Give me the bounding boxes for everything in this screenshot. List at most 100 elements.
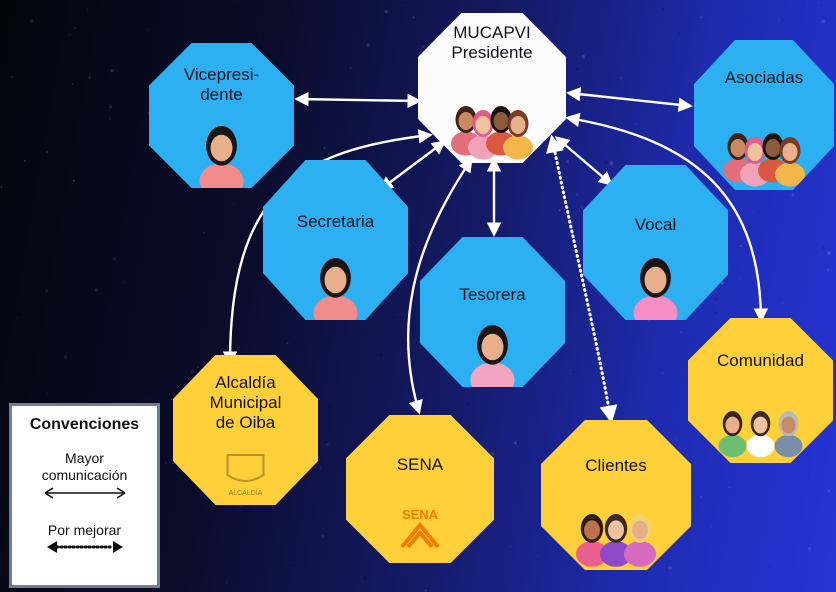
noise-speck: [70, 247, 72, 249]
legend-dotted-arrow: [46, 541, 123, 553]
noise-speck: [546, 4, 548, 5]
node-comunidad: Comunidad: [688, 318, 833, 463]
noise-speck: [768, 566, 772, 569]
node-label-comunidad: Comunidad: [717, 351, 804, 370]
noise-speck: [0, 186, 3, 188]
node-vocal: Vocal: [583, 165, 728, 320]
noise-speck: [770, 306, 772, 307]
node-clientes: Clientes: [541, 420, 691, 570]
noise-speck: [292, 563, 296, 567]
noise-speck: [86, 8, 88, 10]
noise-speck: [379, 1, 383, 5]
noise-speck: [108, 105, 113, 109]
noise-speck: [315, 87, 318, 89]
noise-speck: [63, 355, 68, 359]
node-label-vocal: Vocal: [634, 215, 677, 234]
noise-speck: [641, 350, 643, 352]
edge-presidente-secretaria: [378, 140, 447, 191]
noise-speck: [412, 16, 415, 19]
noise-speck: [226, 567, 229, 570]
noise-speck: [15, 588, 17, 589]
noise-speck: [621, 404, 624, 407]
node-label-sena: SENA: [396, 455, 444, 474]
noise-speck: [74, 271, 76, 273]
edge-presidente-asociadas: [566, 87, 693, 112]
noise-speck: [646, 571, 650, 575]
noise-speck: [138, 87, 140, 89]
noise-speck: [620, 77, 622, 79]
noise-speck: [157, 383, 160, 385]
noise-speck: [190, 370, 194, 374]
noise-speck: [699, 47, 701, 49]
noise-speck: [514, 441, 517, 445]
noise-speck: [166, 311, 169, 314]
noise-speck: [330, 490, 332, 493]
group-of-women-illustration: [451, 106, 533, 160]
noise-speck: [320, 467, 322, 469]
node-label-tesorera: Tesorera: [459, 285, 526, 304]
noise-speck: [425, 584, 427, 586]
node-label-clientes: Clientes: [585, 456, 647, 475]
noise-speck: [118, 142, 121, 146]
noise-speck: [61, 395, 66, 400]
legend: Convenciones Mayor comunicación Por mejo…: [9, 403, 160, 588]
noise-speck: [581, 54, 586, 59]
alcaldia-seal-shield: [226, 454, 265, 482]
noise-speck: [349, 66, 352, 70]
noise-speck: [261, 33, 265, 36]
noise-speck: [700, 496, 703, 499]
legend-title: Convenciones: [29, 416, 140, 433]
noise-speck: [119, 123, 122, 126]
noise-speck: [46, 150, 49, 154]
noise-speck: [420, 565, 422, 568]
woman-illustration: [313, 258, 358, 320]
noise-speck: [248, 560, 252, 563]
noise-speck: [554, 543, 556, 545]
noise-speck: [670, 555, 672, 558]
noise-speck: [709, 524, 713, 528]
noise-speck: [288, 548, 290, 549]
noise-speck: [661, 7, 665, 11]
edge-presidente-sena: [406, 157, 473, 415]
noise-speck: [590, 7, 592, 9]
noise-speck: [681, 64, 684, 67]
alcaldia-seal-illustration: ALCALDÍA: [226, 454, 265, 497]
noise-speck: [805, 471, 810, 475]
noise-speck: [193, 323, 196, 325]
noise-speck: [834, 8, 836, 9]
noise-speck: [102, 7, 106, 11]
noise-speck: [555, 20, 559, 24]
noise-speck: [169, 366, 171, 368]
node-sena: SENA SENA: [346, 415, 494, 563]
noise-speck: [369, 7, 371, 9]
edge-presidente-vocal: [554, 136, 614, 186]
noise-speck: [370, 565, 372, 567]
woman-illustration: [199, 126, 244, 188]
sena-logo-text: SENA: [402, 507, 439, 522]
noise-speck: [575, 67, 579, 71]
noise-speck: [797, 191, 800, 194]
woman-illustration: [633, 258, 678, 320]
alcaldia-seal-text: ALCALDÍA: [229, 488, 263, 497]
noise-speck: [257, 38, 258, 40]
noise-speck: [236, 0, 239, 2]
noise-speck: [807, 547, 812, 551]
noise-speck: [791, 193, 795, 197]
node-label-vicepresidente: Vicepresi- dente: [183, 65, 260, 104]
noise-speck: [402, 4, 404, 7]
node-asociadas: Asociadas: [694, 40, 834, 190]
group-of-women-illustration: [723, 133, 805, 187]
noise-speck: [833, 129, 836, 132]
noise-speck: [102, 351, 107, 356]
noise-speck: [657, 586, 659, 588]
noise-speck: [393, 74, 395, 76]
edge-presidente-clientes: [546, 134, 618, 424]
noise-speck: [680, 331, 683, 334]
noise-speck: [290, 11, 294, 16]
noise-speck: [821, 19, 825, 24]
noise-speck: [24, 16, 28, 20]
noise-speck: [160, 324, 162, 326]
noise-speck: [274, 26, 276, 28]
